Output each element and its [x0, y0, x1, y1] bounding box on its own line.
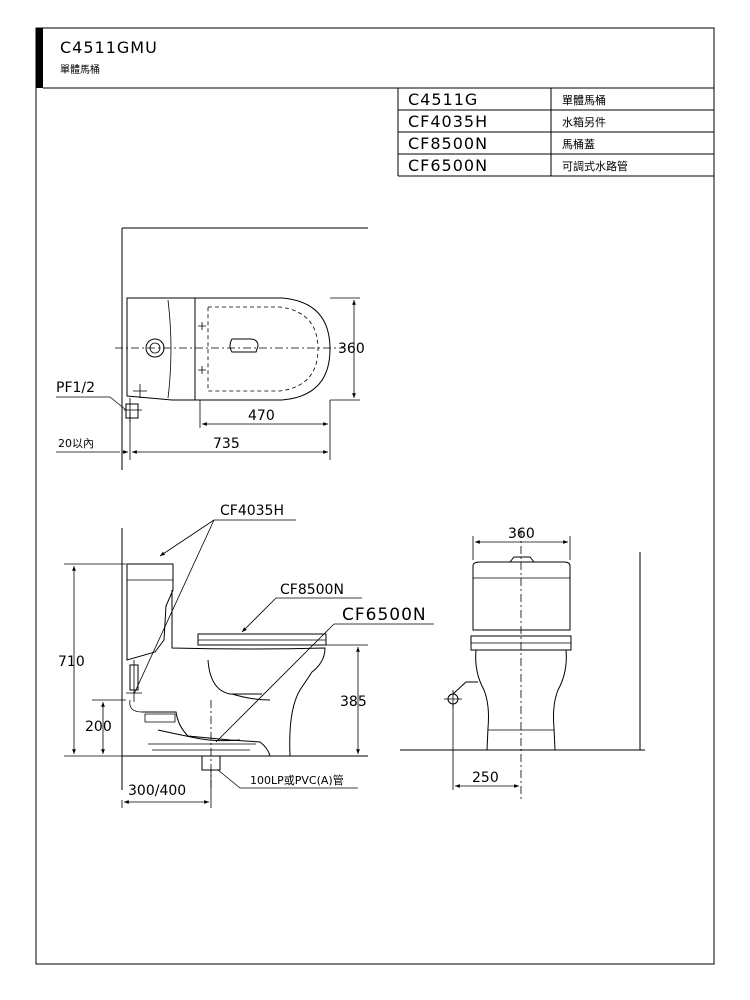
part-desc-3: 馬桶蓋 [562, 137, 595, 151]
part-code-3: CF8500N [408, 134, 488, 153]
model-code: C4511GMU [60, 38, 158, 57]
front-view: 360 250 [400, 526, 645, 800]
dim-735: 735 [213, 436, 240, 452]
dim-710: 710 [58, 654, 85, 670]
drain-note: 100LP或PVC(A)管 [250, 773, 344, 787]
model-description: 單體馬桶 [60, 63, 100, 76]
seat-label: CF8500N [280, 582, 344, 598]
part-desc-4: 可調式水路管 [562, 159, 628, 173]
parts-table: C4511G 單體馬桶 CF4035H 水箱另件 CF8500N 馬桶蓋 CF6… [397, 88, 714, 177]
part-code-4: CF6500N [408, 156, 488, 175]
side-view: 710 200 385 300/400 100LP或PVC(A)管 CF4035… [58, 503, 434, 808]
dim-rough-in: 300/400 [128, 783, 186, 799]
pipe-label: CF6500N [342, 605, 427, 625]
dim-front-250: 250 [472, 770, 499, 786]
part-desc-2: 水箱另件 [562, 115, 606, 129]
wall-gap-label: 20以內 [58, 437, 94, 450]
supply-label: PF1/2 [56, 380, 95, 396]
dim-front-360: 360 [508, 526, 535, 542]
dim-385: 385 [340, 694, 367, 710]
dim-200: 200 [85, 719, 112, 735]
part-code-1: C4511G [408, 90, 478, 109]
title-bar-accent [36, 28, 43, 88]
tank-label: CF4035H [220, 503, 284, 519]
top-view: 360 470 735 PF1/2 20以內 [56, 227, 368, 470]
dim-top-width: 360 [338, 341, 365, 357]
part-code-2: CF4035H [408, 112, 488, 131]
sheet-border [35, 27, 715, 965]
dim-470: 470 [248, 408, 275, 424]
part-desc-1: 單體馬桶 [562, 93, 606, 107]
